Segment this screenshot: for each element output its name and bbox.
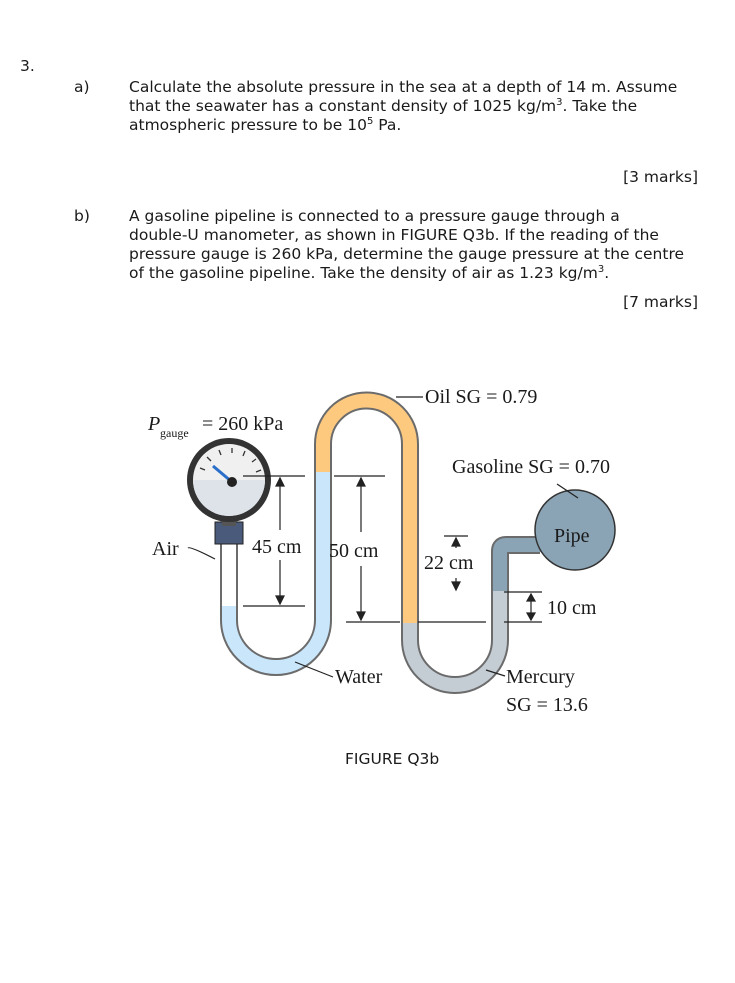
- dimension-lines: [187, 396, 579, 678]
- dim-50cm: 50 cm: [329, 540, 379, 562]
- part-a-text: Calculate the absolute pressure in the s…: [129, 78, 719, 135]
- oil-column: [316, 393, 417, 624]
- part-a-line-1: Calculate the absolute pressure in the s…: [129, 78, 678, 96]
- part-b-label: b): [74, 207, 90, 225]
- gasoline-column: [493, 538, 545, 591]
- water-column: [222, 470, 330, 674]
- part-a-line-3: atmospheric pressure to be 105 Pa.: [129, 115, 402, 134]
- dim-45cm: 45 cm: [252, 536, 302, 558]
- pipe-label: Pipe: [554, 525, 590, 547]
- dim-22cm: 22 cm: [424, 552, 474, 574]
- pipe: [534, 489, 616, 571]
- air-label: Air: [152, 538, 179, 560]
- part-b-line-2: double-U manometer, as shown in FIGURE Q…: [129, 226, 659, 244]
- oil-tube-outline: [314, 391, 419, 624]
- figure-caption: FIGURE Q3b: [345, 750, 440, 768]
- part-a-label: a): [74, 78, 90, 96]
- part-b-line-1: A gasoline pipeline is connected to a pr…: [129, 207, 620, 225]
- gauge-pivot: [227, 477, 237, 487]
- gasoline-label: Gasoline SG = 0.70: [452, 456, 610, 478]
- part-b-line-3: pressure gauge is 260 kPa, determine the…: [129, 245, 685, 263]
- water-label: Water: [335, 666, 383, 688]
- part-b-line-4: of the gasoline pipeline. Take the densi…: [129, 263, 610, 282]
- part-a-marks: [3 marks]: [623, 168, 698, 186]
- part-a-line-2: that the seawater has a constant density…: [129, 96, 638, 115]
- gauge-face-shade: [193, 480, 265, 516]
- p-symbol: P: [147, 413, 160, 435]
- gauge-ticks: [199, 448, 262, 473]
- mercury-sg-label: SG = 13.6: [506, 694, 588, 716]
- dim-10cm: 10 cm: [547, 597, 597, 619]
- question-number: 3.: [20, 57, 35, 75]
- mercury-label: Mercury: [506, 666, 575, 688]
- mercury-column: [403, 590, 507, 692]
- part-b-text: A gasoline pipeline is connected to a pr…: [129, 207, 719, 283]
- oil-label: Oil SG = 0.79: [425, 386, 537, 408]
- part-b-marks: [7 marks]: [623, 293, 698, 311]
- p-value: = 260 kPa: [202, 413, 283, 435]
- p-subscript: gauge: [160, 426, 189, 440]
